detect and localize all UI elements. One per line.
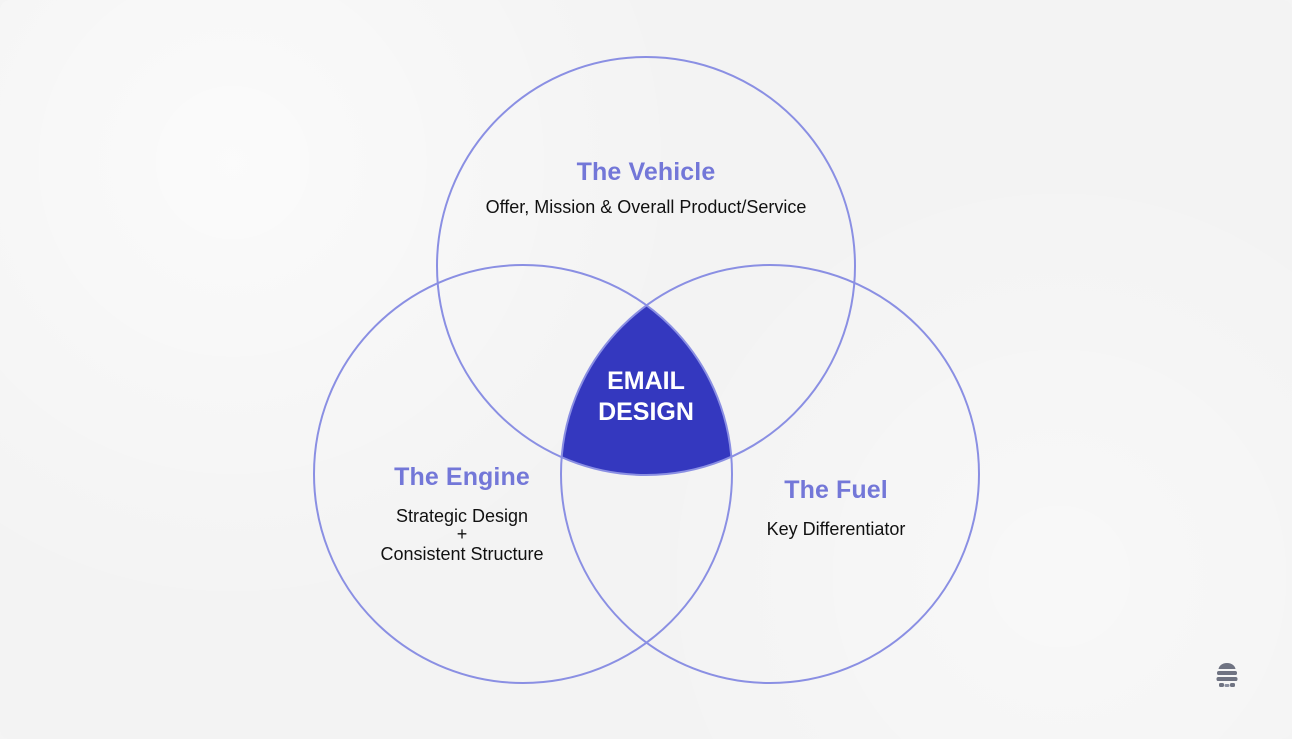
engine-title: The Engine — [394, 463, 530, 491]
vehicle-circle — [436, 56, 856, 476]
email-design-label: EMAIL DESIGN — [561, 366, 731, 429]
beehive-icon — [1212, 660, 1242, 690]
engine-plus: + — [456, 524, 468, 545]
center-intersection — [561, 265, 732, 475]
fuel-circle — [560, 264, 980, 684]
engine-label-group: The Engine Strategic Design + Consistent… — [350, 463, 574, 565]
vehicle-description: Offer, Mission & Overall Product/Service — [485, 196, 807, 217]
fuel-description: Key Differentiator — [766, 518, 906, 539]
engine-line-3: Consistent Structure — [380, 544, 544, 565]
email-design-line-2: DESIGN — [598, 398, 694, 427]
vehicle-title: The Vehicle — [576, 158, 716, 186]
engine-line-1: Strategic Design — [395, 505, 529, 526]
engine-circle — [313, 264, 733, 684]
fuel-label-group: The Fuel Key Differentiator — [741, 476, 931, 539]
fuel-title: The Fuel — [784, 476, 888, 504]
email-design-line-1: EMAIL — [607, 367, 685, 395]
vehicle-label-group: The Vehicle Offer, Mission & Overall Pro… — [445, 158, 847, 217]
